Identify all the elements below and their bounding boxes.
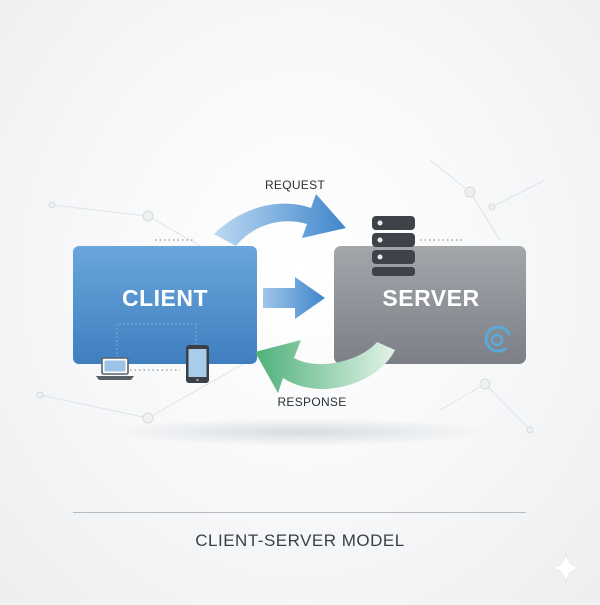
request-arrow [214, 194, 346, 246]
refresh-cycle-icon [484, 325, 511, 353]
caption-divider [73, 512, 526, 513]
floor-shadow [110, 418, 490, 446]
database-stack-icon [372, 216, 415, 276]
client-device-bracket [116, 323, 197, 358]
diagram-caption: CLIENT-SERVER MODEL [195, 531, 405, 550]
laptop-icon [96, 357, 134, 380]
network-background [39, 159, 546, 431]
sparkle-icon [551, 552, 581, 584]
forward-arrow [263, 277, 325, 319]
response-label: RESPONSE [277, 395, 347, 409]
response-arrow [255, 340, 395, 393]
network-nodes [36, 186, 534, 434]
smartphone-icon [186, 345, 209, 383]
request-label: REQUEST [264, 178, 326, 192]
client-label: CLIENT [121, 285, 209, 311]
client-box[interactable] [73, 246, 257, 364]
server-label: SERVER [382, 285, 480, 311]
